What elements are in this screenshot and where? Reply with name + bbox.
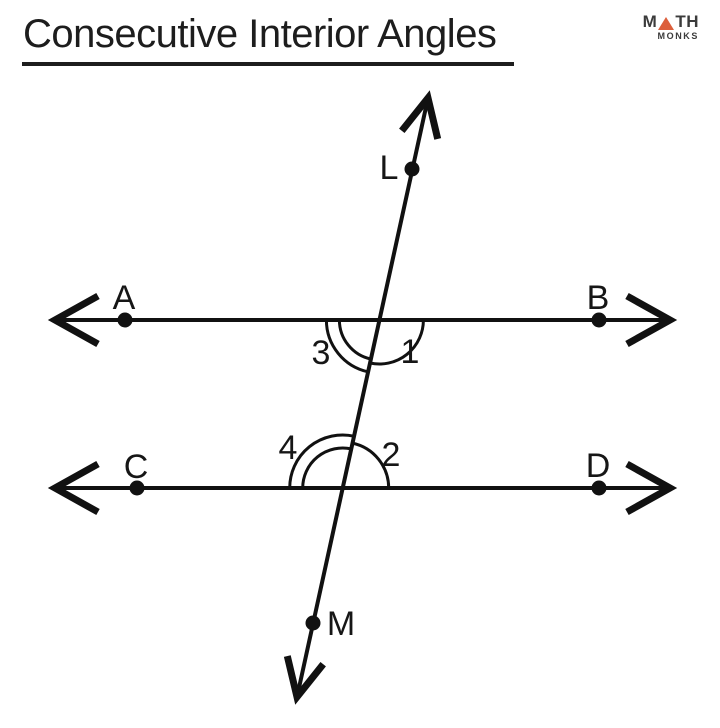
arrowhead-transversal-top-icon (399, 90, 442, 140)
angle-label-4: 4 (279, 429, 298, 467)
point-dot-c (129, 480, 145, 496)
arrowhead-cd-left-icon (47, 460, 100, 516)
angle-label-1: 1 (401, 333, 420, 371)
point-dot-d (591, 480, 607, 496)
arrowhead-cd-right-icon (625, 460, 678, 516)
point-dot-l (404, 161, 420, 177)
point-label-m: M (327, 605, 355, 643)
arrowhead-transversal-bottom-icon (283, 655, 326, 705)
angle-arc-4-inner (301, 446, 352, 489)
math-monks-logo: M TH MONKS (643, 13, 699, 41)
point-label-b: B (587, 279, 610, 317)
logo-text-m: M (642, 12, 658, 31)
title-underline (22, 62, 514, 66)
logo-text-th: TH (675, 12, 699, 31)
arrowhead-ab-right-icon (625, 292, 678, 348)
point-label-c: C (124, 448, 149, 486)
page-title: Consecutive Interior Angles (23, 12, 497, 56)
angle-arc-3-outer (324, 319, 369, 374)
angle-arc-4-outer (288, 433, 355, 489)
angle-arc-2 (352, 441, 391, 489)
logo-word: M TH (643, 13, 699, 30)
angle-label-3: 3 (312, 334, 331, 372)
point-label-d: D (586, 447, 611, 485)
arrowhead-ab-left-icon (47, 292, 100, 348)
logo-subtitle: MONKS (657, 31, 699, 41)
point-dot-a (117, 312, 133, 328)
point-label-a: A (113, 279, 136, 317)
angle-arc-3-inner (337, 319, 372, 361)
angle-arc-1 (369, 319, 425, 366)
point-label-l: L (380, 149, 399, 187)
angle-label-2: 2 (382, 436, 401, 474)
logo-triangle-icon (658, 17, 675, 30)
point-dot-b (591, 312, 607, 328)
point-dot-m (305, 615, 321, 631)
transversal-line (295, 97, 430, 698)
